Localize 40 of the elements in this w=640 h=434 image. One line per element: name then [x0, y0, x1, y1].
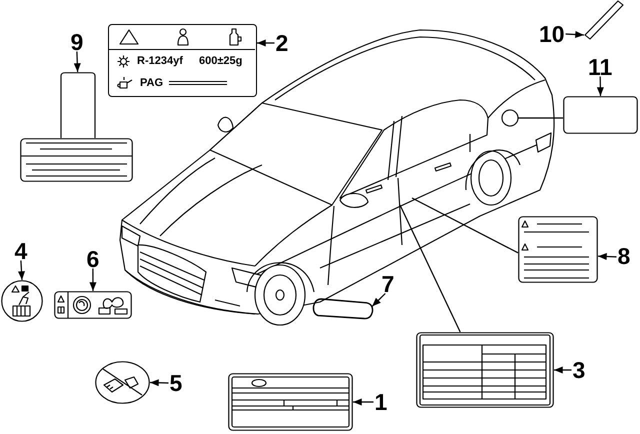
callout-number: 7: [382, 276, 394, 292]
leader-arrow: [372, 293, 386, 307]
leader-arrow: [554, 366, 572, 374]
sticker: [312, 298, 374, 320]
oil-type: PAG: [140, 77, 164, 89]
detail-inset: [95, 361, 150, 404]
leader-arrow: [353, 398, 374, 406]
leader-line: [412, 197, 518, 254]
callout-number: 8: [618, 248, 630, 264]
callout-number: 6: [86, 250, 100, 268]
callout-number: 10: [539, 26, 565, 42]
leader-arrow: [89, 268, 96, 291]
label-sticker: [108, 24, 257, 97]
leader-arrow: [257, 40, 274, 46]
callout-number: 11: [588, 58, 612, 76]
refrigerant-amount: 600±25g: [199, 55, 242, 67]
label-sticker: [416, 332, 554, 408]
callout-number: 9: [70, 34, 84, 50]
leader-arrow: [74, 51, 81, 72]
label-sticker: [518, 216, 598, 283]
leader-arrow: [596, 76, 604, 96]
leader-arrow: [598, 253, 617, 260]
callout-number: 1: [374, 394, 388, 410]
refrigerant-code: R-1234yf: [137, 55, 183, 67]
tape-strip: [584, 0, 624, 40]
fuel-door: [501, 109, 519, 127]
label-sticker: [228, 373, 353, 431]
callout-number: 2: [276, 34, 288, 52]
label-sticker: [563, 96, 638, 134]
leader-line: [399, 204, 461, 332]
label-sticker: [54, 291, 132, 319]
callout-number: 4: [14, 242, 28, 260]
leader-arrow: [150, 379, 169, 386]
callout-number: 5: [170, 374, 182, 392]
leader-arrow: [566, 31, 584, 38]
callout-number: 3: [572, 362, 586, 378]
leader-arrow: [18, 260, 25, 280]
label-sticker: [20, 72, 133, 182]
leader-line: [518, 117, 563, 119]
detail-inset: [1, 280, 43, 322]
